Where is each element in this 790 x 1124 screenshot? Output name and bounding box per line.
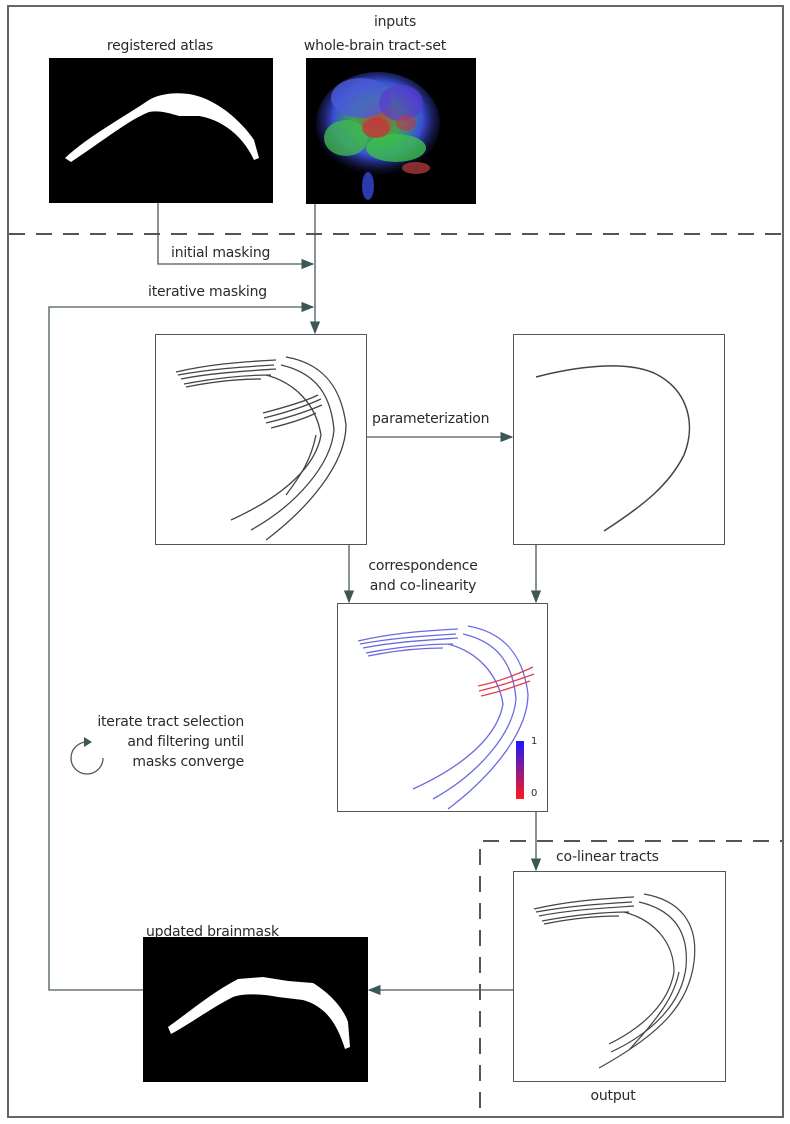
initial-masking-label: initial masking (171, 245, 271, 261)
registered-atlas-image (49, 58, 273, 203)
correspondence-line-1: correspondence (368, 558, 478, 574)
iterative-masking-label: iterative masking (148, 284, 267, 300)
colorbar-min-label: 0 (531, 788, 538, 799)
colorbar-max-label: 1 (531, 736, 538, 747)
correspondence-label: correspondence and co-linearity (368, 556, 478, 596)
tract-set-label: whole-brain tract-set (303, 38, 447, 54)
correspondence-panel: 1 0 (337, 603, 548, 812)
parameterized-curve-panel (513, 334, 725, 545)
inputs-title: inputs (373, 14, 417, 30)
colinear-tracts-panel (513, 871, 726, 1082)
tract-set-image (306, 58, 476, 204)
iterate-note-line-3: masks converge (132, 754, 244, 770)
iterate-note: iterate tract selection and filtering un… (74, 712, 244, 772)
updated-brainmask-image (143, 937, 368, 1082)
diagram-frame (7, 5, 784, 1118)
masked-tracts-panel (155, 334, 367, 545)
parameterization-label: parameterization (372, 411, 490, 427)
colinear-tracts-label: co-linear tracts (556, 849, 659, 865)
output-label: output (590, 1088, 636, 1104)
correspondence-line-2: and co-linearity (369, 578, 477, 594)
iterate-note-line-2: and filtering until (127, 734, 244, 750)
colorbar (516, 741, 524, 799)
iterate-note-line-1: iterate tract selection (97, 714, 244, 730)
registered-atlas-label: registered atlas (106, 38, 214, 54)
